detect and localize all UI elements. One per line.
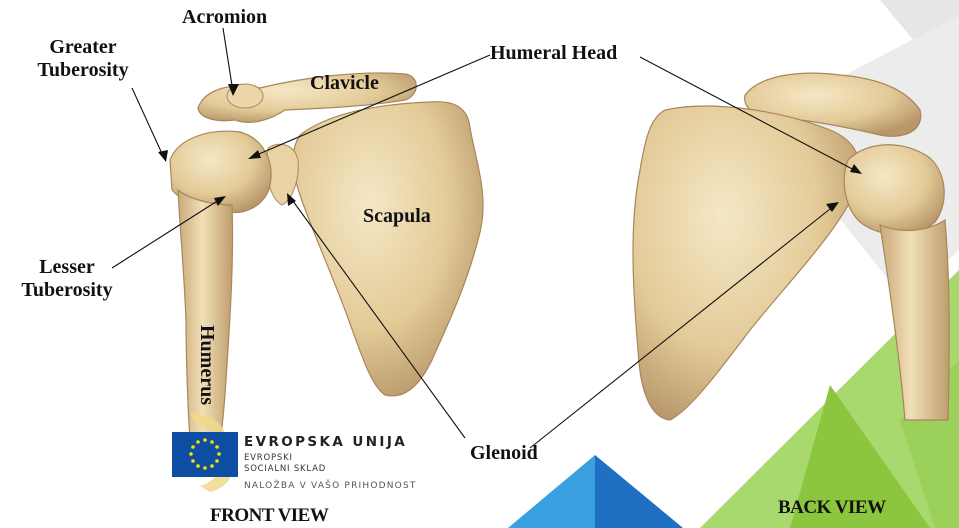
label-front-view: FRONT VIEW bbox=[210, 504, 328, 527]
label-acromion: Acromion bbox=[182, 6, 267, 29]
back-humeral-head bbox=[844, 145, 944, 235]
eu-logo-tagline: NALOŽBA V VAŠO PRIHODNOST bbox=[244, 481, 417, 491]
label-lesser-tuberosity: Lesser Tuberosity bbox=[6, 256, 128, 302]
label-lesser-tuberosity-line1: Lesser bbox=[6, 256, 128, 279]
front-scapula bbox=[293, 102, 483, 396]
eu-logo-line2: EVROPSKI bbox=[244, 453, 326, 464]
label-scapula: Scapula bbox=[363, 205, 431, 228]
eu-logo-line3: SOCIALNI SKLAD bbox=[244, 464, 326, 475]
eu-logo: EVROPSKA UNIJA EVROPSKI SOCIALNI SKLAD N… bbox=[172, 428, 472, 498]
leader-greater-tuberosity bbox=[132, 88, 164, 158]
label-humeral-head: Humeral Head bbox=[490, 42, 617, 65]
leader-acromion bbox=[223, 28, 233, 92]
back-view-bones bbox=[633, 73, 949, 420]
label-clavicle: Clavicle bbox=[310, 72, 379, 95]
blue-triangle-light bbox=[508, 455, 595, 528]
label-glenoid: Glenoid bbox=[470, 442, 538, 465]
label-greater-tuberosity: Greater Tuberosity bbox=[28, 36, 138, 82]
arrowhead-greater-tuberosity bbox=[158, 150, 168, 162]
eu-logo-subtitle: EVROPSKI SOCIALNI SKLAD bbox=[244, 453, 326, 475]
blue-triangle-dark bbox=[595, 455, 683, 528]
label-lesser-tuberosity-line2: Tuberosity bbox=[6, 279, 128, 302]
eu-logo-title: EVROPSKA UNIJA bbox=[244, 434, 407, 450]
label-back-view: BACK VIEW bbox=[778, 496, 886, 519]
label-greater-tuberosity-line2: Tuberosity bbox=[28, 59, 138, 82]
eu-flag-icon bbox=[172, 432, 238, 477]
back-scapula bbox=[633, 106, 860, 420]
label-greater-tuberosity-line1: Greater bbox=[28, 36, 138, 59]
label-humerus: Humerus bbox=[195, 325, 218, 405]
